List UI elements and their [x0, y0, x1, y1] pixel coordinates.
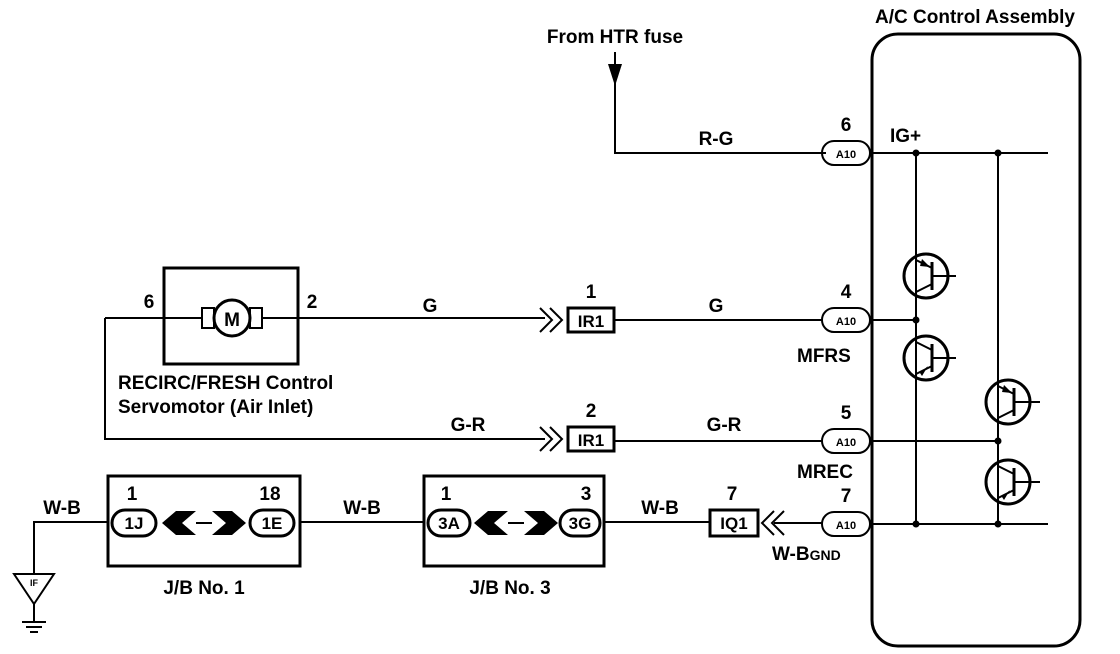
- conn-1e: 1E: [262, 514, 283, 533]
- chevron-right-icon: [539, 307, 554, 333]
- pin-label: 1: [441, 484, 452, 505]
- pin-label: 2: [307, 292, 318, 313]
- ir1-label: IR1: [578, 312, 604, 331]
- jb3-label: J/B No. 3: [469, 578, 550, 599]
- pin-label: 3: [581, 484, 592, 505]
- down-arrow-icon: [608, 64, 622, 86]
- servomotor: M 6 2 RECIRC/FRESH Control Servomotor (A…: [105, 266, 545, 418]
- wire-label-g: G: [709, 296, 724, 317]
- jb1-label: J/B No. 1: [163, 578, 245, 599]
- terminal-mfrs: MFRS: [797, 346, 851, 367]
- wire-label-rg: R-G: [699, 129, 734, 150]
- arrow-right-icon: [212, 511, 246, 535]
- arrow-right-icon: [524, 511, 558, 535]
- motor-name-line2: Servomotor (Air Inlet): [118, 397, 313, 418]
- ground-tag: IF: [30, 578, 39, 588]
- wbgnd-main: W-B: [772, 544, 810, 565]
- terminal-mrec: MREC: [797, 462, 853, 483]
- iq1-label: IQ1: [720, 514, 747, 533]
- source-label: From HTR fuse: [547, 27, 683, 48]
- a10-label: A10: [836, 316, 856, 328]
- g-circuit: G IR1 1 G: [423, 282, 822, 334]
- chevron-left-icon: [770, 510, 785, 536]
- ground-circuit: W-B IF 1J 1 1E 18 J/B No. 1 W-B 3A 1 3G …: [12, 474, 822, 633]
- wbgnd-sub: GND: [810, 547, 841, 563]
- wire-label-gr: G-R: [451, 415, 486, 436]
- terminal-ig: IG+: [890, 126, 921, 147]
- ground-icon: [12, 573, 56, 606]
- a10-label: A10: [836, 149, 856, 161]
- pin-label: 2: [586, 401, 597, 422]
- wire-label-wb: W-B: [641, 498, 679, 519]
- pin-label: 7: [727, 484, 738, 505]
- motor-icon: [212, 298, 252, 338]
- transistor-icon: [902, 252, 956, 300]
- terminal-wbgnd: W-BGND: [772, 544, 841, 565]
- ir1-label: IR1: [578, 431, 604, 450]
- pin-label: 18: [259, 484, 280, 505]
- transistor-icon: [984, 378, 1040, 426]
- pin-label: 4: [841, 282, 852, 303]
- gr-circuit: G-R IR1 2 G-R: [451, 401, 822, 453]
- conn-1j: 1J: [125, 514, 144, 533]
- pin-label: 7: [841, 486, 852, 507]
- internal-circuit: IG+: [870, 126, 1048, 528]
- transistor-icon: [984, 458, 1040, 506]
- pin-label: 5: [841, 403, 852, 424]
- arrow-left-icon: [162, 511, 196, 535]
- a10-label: A10: [836, 520, 856, 532]
- arrow-left-icon: [474, 511, 508, 535]
- chevron-left-icon: [760, 510, 775, 536]
- a10-label: A10: [836, 437, 856, 449]
- chevron-right-icon: [539, 426, 554, 452]
- transistor-icon: [902, 334, 956, 382]
- conn-3a: 3A: [438, 514, 460, 533]
- htr-fuse-feed: From HTR fuse R-G: [547, 27, 826, 154]
- motor-symbol: M: [224, 310, 240, 331]
- wire-label-gr: G-R: [707, 415, 742, 436]
- ac-control-assembly: A/C Control Assembly: [870, 7, 1082, 648]
- pin-label: 6: [144, 292, 155, 313]
- chevron-right-icon: [549, 307, 564, 333]
- wire-label-wb: W-B: [343, 498, 381, 519]
- chevron-right-icon: [549, 426, 564, 452]
- pin-label: 6: [841, 115, 852, 136]
- wire-label-g: G: [423, 296, 438, 317]
- conn-3g: 3G: [569, 514, 592, 533]
- assembly-title: A/C Control Assembly: [875, 7, 1075, 28]
- wire-label-wb: W-B: [43, 498, 81, 519]
- pin-label: 1: [127, 484, 138, 505]
- pin-label: 1: [586, 282, 597, 303]
- motor-name-line1: RECIRC/FRESH Control: [118, 373, 333, 394]
